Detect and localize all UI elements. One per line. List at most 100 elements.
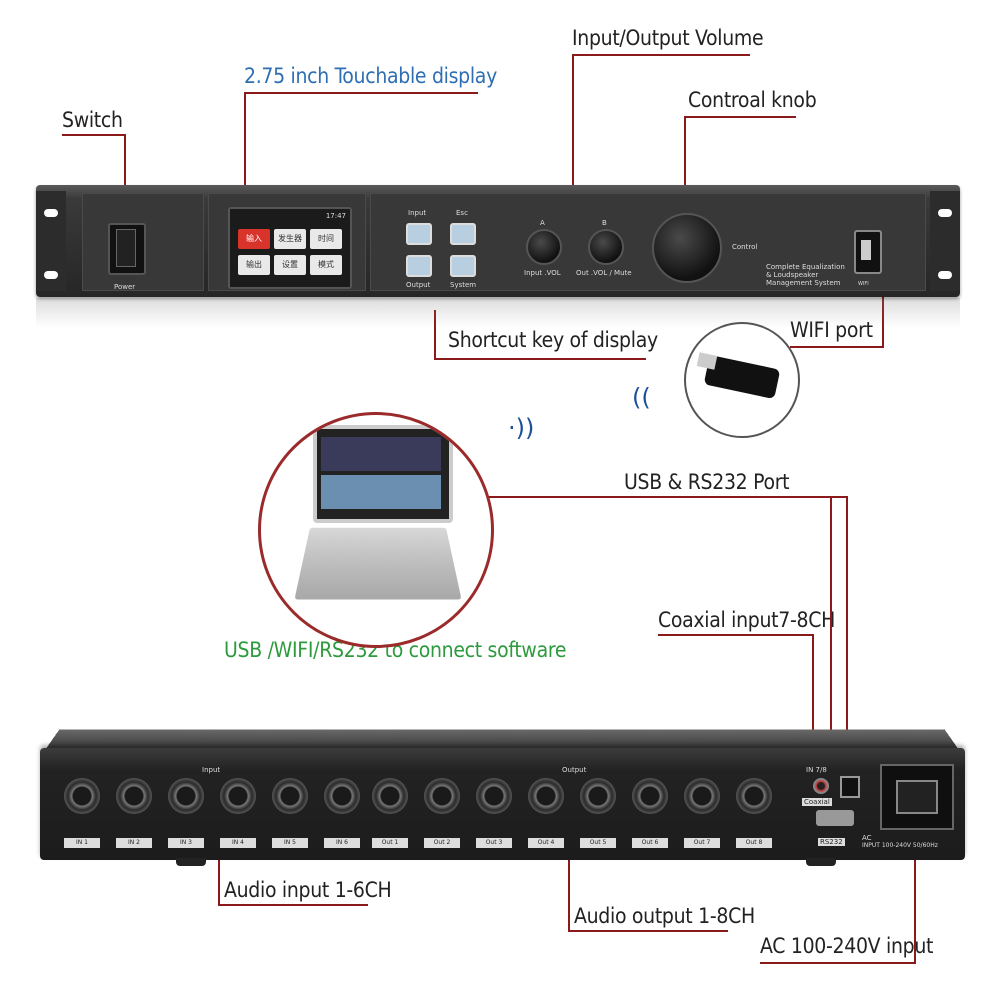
usb-rs232-label: USB & RS232 Port	[624, 470, 790, 494]
xlr-output-2[interactable]	[424, 778, 460, 814]
ac-label: AC	[862, 834, 872, 842]
screen-time: 17:47	[325, 212, 346, 220]
leader-in-v	[218, 848, 220, 904]
leader-shortcut-h	[434, 358, 646, 360]
leader-out-h	[568, 930, 728, 932]
xlr-output-7[interactable]	[684, 778, 720, 814]
laptop-keyboard	[294, 527, 462, 600]
xlr-input-3[interactable]	[168, 778, 204, 814]
front-panel: Power 17:47 输入 发生器 时间 输出 设置 模式 Input Esc…	[36, 185, 960, 297]
xlr-output-3[interactable]	[476, 778, 512, 814]
screen-btn-time[interactable]: 时间	[310, 229, 342, 249]
front-reflection	[36, 298, 960, 328]
laptop-image	[258, 412, 494, 648]
leader-knob-h	[684, 116, 796, 118]
leader-io-h	[572, 54, 750, 56]
audio-in-label: Audio input 1-6CH	[224, 878, 392, 902]
leader-wifi	[882, 296, 884, 348]
key-label-input: Input	[408, 209, 427, 217]
leader-knob	[684, 116, 686, 196]
xlr-input-tag: IN 6	[324, 838, 360, 848]
key-label-output: Output	[406, 281, 431, 289]
usb-b-port[interactable]	[840, 776, 860, 798]
leader-shortcut	[434, 310, 436, 360]
wifi-port-label: WIFI port	[790, 318, 873, 342]
in78-label: IN 7/8	[806, 766, 827, 774]
coaxial-input[interactable]	[813, 778, 829, 794]
input-vol-label: Input .VOL	[524, 269, 561, 277]
output-vol-label: Out .VOL / Mute	[576, 269, 632, 277]
xlr-input-tag: IN 3	[168, 838, 204, 848]
leader-switch	[124, 134, 126, 224]
xlr-input-2[interactable]	[116, 778, 152, 814]
xlr-output-8[interactable]	[736, 778, 772, 814]
output-group-label: Output	[562, 766, 587, 774]
esc-key-button[interactable]	[450, 223, 476, 245]
xlr-output-4[interactable]	[528, 778, 564, 814]
leader-io	[572, 54, 574, 204]
input-group-label: Input	[202, 766, 221, 774]
output-volume-knob[interactable]	[588, 229, 624, 265]
xlr-input-1[interactable]	[64, 778, 100, 814]
key-label-system: System	[450, 281, 477, 289]
screen-btn-input[interactable]: 输入	[238, 229, 270, 249]
screen-btn-mode[interactable]: 模式	[310, 255, 342, 275]
xlr-output-tag: Out 6	[632, 838, 668, 848]
wifi-usb-port[interactable]	[854, 230, 882, 274]
xlr-output-tag: Out 3	[476, 838, 512, 848]
output-key-button[interactable]	[406, 255, 432, 277]
io-volume-label: Input/Output Volume	[572, 26, 764, 50]
input-volume-knob[interactable]	[526, 229, 562, 265]
rs232-port[interactable]	[816, 810, 854, 826]
xlr-output-1[interactable]	[372, 778, 408, 814]
xlr-output-5[interactable]	[580, 778, 616, 814]
xlr-output-tag: Out 1	[372, 838, 408, 848]
touch-display[interactable]: 17:47 输入 发生器 时间 输出 设置 模式	[228, 207, 352, 289]
screen-btn-output[interactable]: 输出	[238, 255, 270, 275]
xlr-input-5[interactable]	[272, 778, 308, 814]
audio-out-label: Audio output 1-8CH	[574, 904, 755, 928]
knob-b-label: B	[602, 219, 607, 227]
xlr-output-tag: Out 8	[736, 838, 772, 848]
xlr-input-tag: IN 1	[64, 838, 100, 848]
ac-power-socket[interactable]	[880, 764, 954, 830]
system-key-button[interactable]	[450, 255, 476, 277]
coaxial-tag: Coaxial	[802, 798, 832, 806]
leader-usb-v1	[846, 496, 848, 766]
xlr-output-tag: Out 2	[424, 838, 460, 848]
knob-a-label: A	[540, 219, 545, 227]
ac-spec-label: INPUT 100-240V 50/60Hz	[862, 842, 938, 849]
leader-switch-h	[62, 134, 126, 136]
xlr-input-6[interactable]	[324, 778, 360, 814]
leader-display	[244, 92, 246, 212]
power-switch[interactable]	[108, 223, 146, 275]
xlr-output-6[interactable]	[632, 778, 668, 814]
xlr-output-tag: Out 4	[528, 838, 564, 848]
xlr-input-tag: IN 2	[116, 838, 152, 848]
shortcut-label: Shortcut key of display	[448, 328, 658, 352]
leader-coax-v	[812, 634, 814, 780]
xlr-input-tag: IN 5	[272, 838, 308, 848]
leader-display-h	[244, 92, 478, 94]
wifi-signal-icon: ))	[632, 384, 651, 412]
control-label: Control	[732, 243, 758, 251]
xlr-input-4[interactable]	[220, 778, 256, 814]
brand-line-3: Management System	[766, 279, 841, 287]
screen-btn-settings[interactable]: 设置	[274, 255, 306, 275]
wifi-small-label: WIFI	[858, 281, 869, 287]
control-knob[interactable]	[652, 213, 722, 283]
control-knob-label: Controal knob	[688, 88, 817, 112]
ac-input-label: AC 100-240V input	[760, 934, 934, 958]
input-key-button[interactable]	[406, 223, 432, 245]
leader-ac-v	[914, 822, 916, 964]
switch-label: Switch	[62, 108, 123, 132]
laptop-screen	[313, 425, 453, 523]
wifi-signal-icon-2: ·))	[508, 414, 535, 442]
rear-foot-left	[176, 858, 206, 866]
right-rack-ear	[930, 191, 960, 291]
leader-usb-v2	[830, 496, 832, 806]
wifi-dongle-image	[684, 322, 800, 438]
screen-btn-generator[interactable]: 发生器	[274, 229, 306, 249]
leader-ac-h	[760, 962, 916, 964]
